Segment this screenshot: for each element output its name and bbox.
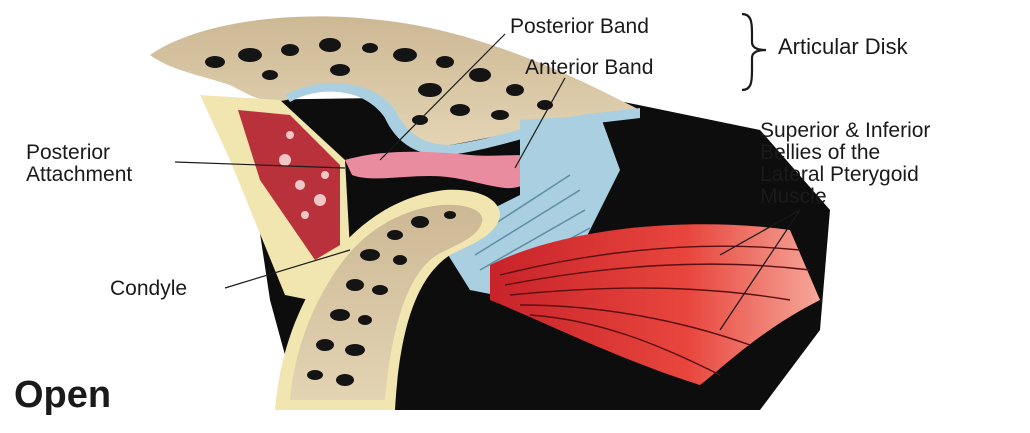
label-condyle: Condyle (110, 278, 187, 300)
label-lateral-pterygoid: Superior & Inferior Bellies of the Later… (760, 120, 930, 208)
label-posterior-attachment: Posterior Attachment (26, 142, 132, 186)
label-posterior-band: Posterior Band (510, 16, 649, 38)
label-state-open: Open (14, 375, 111, 415)
label-articular-disk: Articular Disk (778, 36, 908, 58)
label-anterior-band: Anterior Band (525, 57, 653, 79)
articular-disk-brace (742, 14, 766, 90)
